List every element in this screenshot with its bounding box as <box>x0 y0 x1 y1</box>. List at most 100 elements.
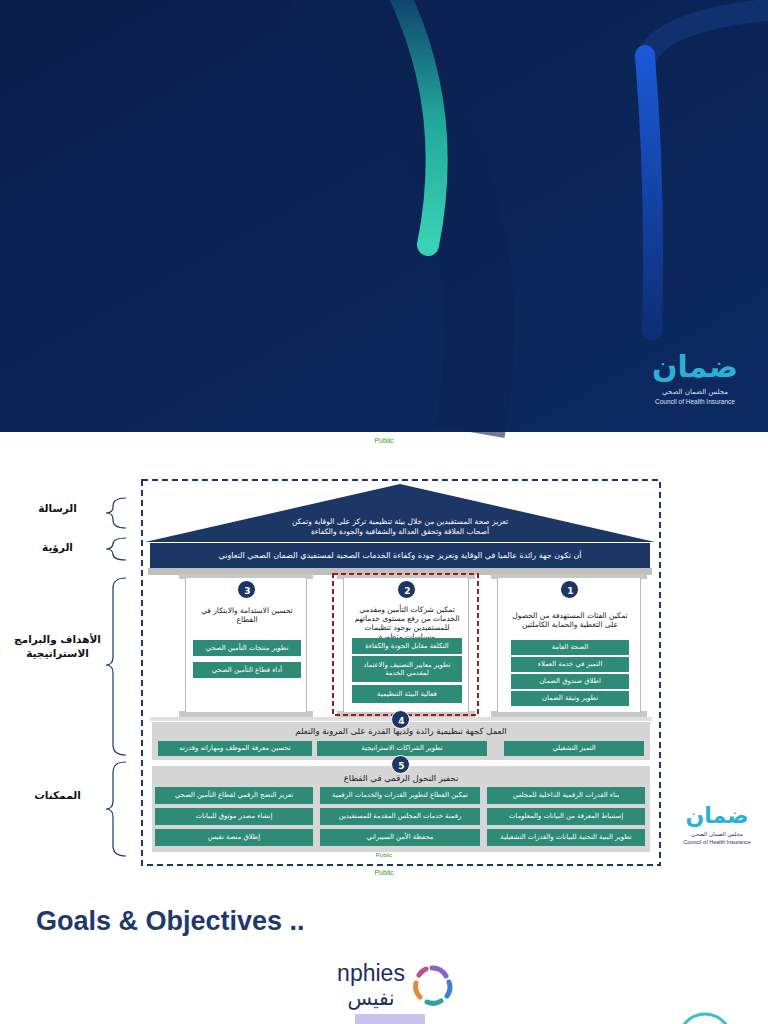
logo-mark: ضمان <box>672 805 762 827</box>
text-box: إنشاء مصدر موثوق للبيانات <box>155 808 313 825</box>
program-box: تطوير منتجات التأمين الصحي <box>193 640 301 656</box>
outer-frame <box>142 480 660 865</box>
logo-subtitle: مجلس الضمان الصحي <box>672 831 762 837</box>
node-text: إستنباط المعرفة من البيانات والمعلومات <box>509 812 623 820</box>
callout-number: 2 <box>397 580 416 599</box>
text-box: التميز في خدمة العملاء <box>511 657 629 672</box>
node-text: إنشاء مصدر موثوق للبيانات <box>196 812 273 820</box>
logo-subtitle: Council of Health Insurance <box>640 398 750 405</box>
text-box: تطوير منتجات التأمين الصحي <box>193 640 301 656</box>
mission-roof: تعزيز صحة المستفيدين من خلال بيئة تنظيمي… <box>145 484 655 542</box>
node-text: تمكين القطاع لتطوير القدرات والخدمات الر… <box>332 791 468 799</box>
text-box: تحسين الاستدامة والابتكار في القطاع <box>192 600 302 630</box>
logo-subtitle: مجلس الضمان الصحي <box>640 388 750 396</box>
section-label: الممكنات <box>10 789 105 801</box>
text-box: التكلفة مقابل الجودة والكفاءة <box>352 638 462 654</box>
callout-number: 5 <box>391 755 410 774</box>
text-box: تطوير معايير التصنيف والاعتماد لمقدمي ال… <box>352 656 462 682</box>
goal-pillar: تحسين الاستدامة والابتكار في القطاع 3 تطوي… <box>185 578 307 712</box>
text-box: تطوير البنية التحتية للبيانات والقدرات ا… <box>487 829 645 846</box>
section-label: الممكنات <box>10 789 105 801</box>
text-box: 4 <box>392 711 411 730</box>
logo-wordmark: نفيس <box>326 987 416 1009</box>
text-box: بناء القدرات الرقمية الداخلية للمجلس <box>487 787 645 804</box>
text-box: 2 <box>398 581 417 600</box>
text-box: 3 <box>238 581 257 600</box>
program-box: التميز التشغيلي <box>504 741 644 756</box>
dark-arc <box>300 0 479 432</box>
section-label: الرؤية <box>10 541 105 553</box>
callout-number: 3 <box>237 580 256 599</box>
text-box: إطلاق منصة نفيس <box>155 829 313 846</box>
program-box: تطوير وثيقة الضمان <box>511 691 629 706</box>
logo-mark: ضمان <box>672 805 762 827</box>
text-box: التميز التشغيلي <box>504 741 644 756</box>
text-box: أداء قطاع التأمين الصحي <box>193 662 301 678</box>
node-text: بناء القدرات الرقمية الداخلية للمجلس <box>513 791 619 799</box>
node-text: اطلاق صندوق الضمان <box>539 677 601 685</box>
node-text: التكلفة مقابل الجودة والكفاءة <box>365 642 448 650</box>
program-box: فعالية البيئة التنظيمية <box>352 685 462 703</box>
text-box: 5 <box>392 756 411 775</box>
program-box: تمكين القطاع لتطوير القدرات والخدمات الر… <box>320 787 480 804</box>
goal-pillar: تمكين الفئات المستهدفة من الحصول على الت… <box>497 578 641 712</box>
section-label: الرسالة <box>10 502 105 514</box>
brackets <box>106 498 126 856</box>
program-box: التكلفة مقابل الجودة والكفاءة <box>352 638 462 654</box>
watermark: Public <box>334 852 434 858</box>
node-text: محفظة الأمن السيبراني <box>367 833 434 841</box>
callout-number: 3 <box>244 586 250 596</box>
corner-circle <box>679 1014 731 1024</box>
node-text: التميز في خدمة العملاء <box>538 660 603 668</box>
text-box: اطلاق صندوق الضمان <box>511 674 629 689</box>
program-box: إنشاء مصدر موثوق للبيانات <box>155 808 313 825</box>
node-text: تحسين الاستدامة والابتكار في القطاع <box>195 606 299 624</box>
logo-wordmark: nphies <box>326 962 416 985</box>
text-box: تحسين معرفة الموظف ومهاراته وقدرته <box>158 741 312 756</box>
text-box: تعزيز صحة المستفيدين من خلال بيئة تنظيمي… <box>280 513 520 540</box>
section-label: الأهداف والبرامج الاستراتيجية <box>5 633 110 660</box>
pillar-caps <box>150 574 652 721</box>
program-box: إستنباط المعرفة من البيانات والمعلومات <box>487 808 645 825</box>
program-box: تحسين معرفة الموظف ومهاراته وقدرته <box>158 741 312 756</box>
watermark: Public <box>334 869 434 876</box>
section-label: الرؤية <box>10 541 105 553</box>
callout-number: 4 <box>398 716 404 726</box>
logo-wordmark: nphies <box>326 962 416 985</box>
slide-heading: Goals & Objectives .. <box>36 906 436 937</box>
logo-subtitle: مجلس الضمان الصحي <box>640 388 750 396</box>
node-text: تطوير الشراكات الاستراتيجية <box>361 744 442 752</box>
watermark: Public <box>334 852 434 858</box>
program-box: بناء القدرات الرقمية الداخلية للمجلس <box>487 787 645 804</box>
blue-arc <box>645 55 653 330</box>
enabler-band: تحفيز التحول الرقمي في القطاع5بناء القدر… <box>152 766 650 852</box>
nphies-bar <box>355 1014 425 1024</box>
text-box: تمكين القطاع لتطوير القدرات والخدمات الر… <box>320 787 480 804</box>
node-text: تمكين الفئات المستهدفة من الحصول على الت… <box>509 611 631 629</box>
node-text: رقمنة خدمات المجلس المقدمة للمستفيدين <box>339 812 462 820</box>
slide-heading: Goals & Objectives .. <box>36 906 436 937</box>
callout-number: 1 <box>560 580 579 599</box>
program-box: أداء قطاع التأمين الصحي <box>193 662 301 678</box>
roof-triangle <box>145 484 655 542</box>
program-box: رقمنة خدمات المجلس المقدمة للمستفيدين <box>320 808 480 825</box>
text-box: رقمنة خدمات المجلس المقدمة للمستفيدين <box>320 808 480 825</box>
node-text: أن تكون جهة رائدة عالميا في الوقاية وتعز… <box>218 551 581 561</box>
node-text: التميز التشغيلي <box>552 744 595 752</box>
node-text: إطلاق منصة نفيس <box>208 833 260 841</box>
program-box: التميز في خدمة العملاء <box>511 657 629 672</box>
goal-pillar: تمكين شركات التأمين ومقدمي الخدمات من رف… <box>343 578 469 712</box>
node-text: تعزيز صحة المستفيدين من خلال بيئة تنظيمي… <box>283 517 517 536</box>
logo-subtitle: مجلس الضمان الصحي <box>672 831 762 837</box>
logo-subtitle: Council of Health Insurance <box>672 839 762 845</box>
teal-arc <box>398 0 437 245</box>
text-box: تطوير وثيقة الضمان <box>511 691 629 706</box>
text-box: فعالية البيئة التنظيمية <box>352 685 462 703</box>
node-text: تطوير منتجات التأمين الصحي <box>206 644 289 652</box>
watermark: Public <box>334 437 434 444</box>
text-box: إستنباط المعرفة من البيانات والمعلومات <box>487 808 645 825</box>
logo-wordmark: نفيس <box>326 987 416 1009</box>
text-box: محفظة الأمن السيبراني <box>320 829 480 846</box>
node-text: تحفيز التحول الرقمي في القطاع <box>344 773 459 783</box>
callout-number: 1 <box>567 586 573 596</box>
